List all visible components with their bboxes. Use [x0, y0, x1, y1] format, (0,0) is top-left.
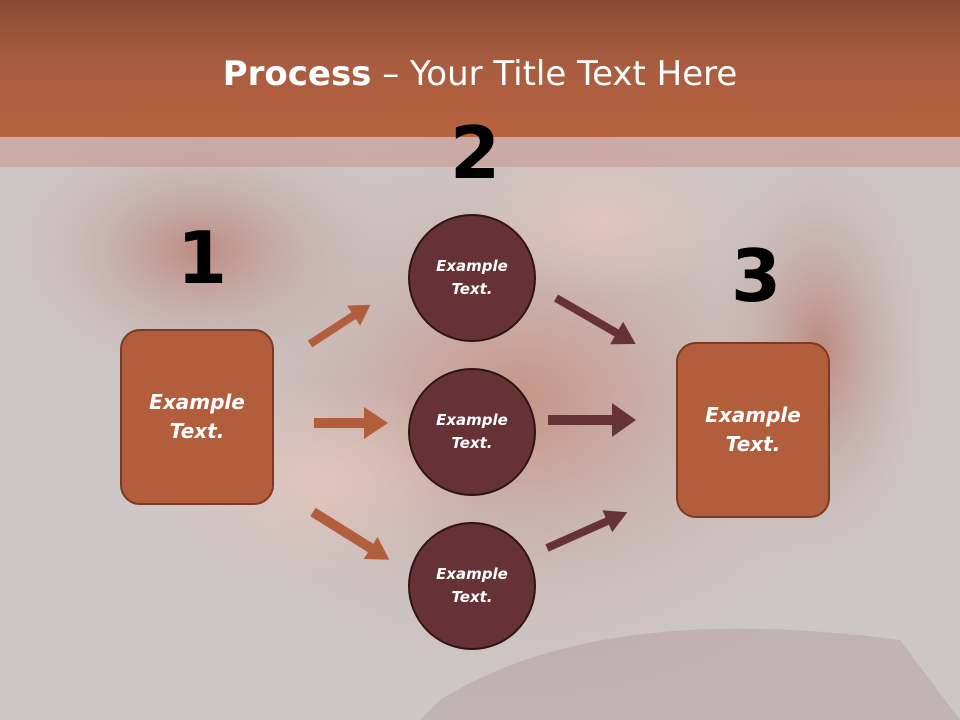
- slide-title: Process – Your Title Text Here: [0, 52, 960, 96]
- arrow-left-down-icon: [310, 507, 390, 560]
- step-number-2: 2: [450, 111, 501, 195]
- title-rest: – Your Title Text Here: [371, 54, 738, 94]
- arrow-right-up-icon: [554, 294, 636, 345]
- step-2-circle-middle[interactable]: Example Text.: [408, 368, 536, 496]
- step-2-circle-top[interactable]: Example Text.: [408, 214, 536, 342]
- arrow-left-up-icon: [307, 304, 371, 348]
- arrow-right-down-icon: [545, 510, 628, 552]
- step-2-circle-bottom[interactable]: Example Text.: [408, 522, 536, 650]
- arrow-right-middle-icon: [548, 403, 636, 437]
- step-3-box[interactable]: Example Text.: [676, 342, 830, 518]
- arrow-right-middle: [548, 403, 636, 437]
- circle-bottom-text: Example Text.: [436, 565, 508, 606]
- circle-middle-text: Example Text.: [436, 411, 508, 452]
- arrow-left-middle-icon: [314, 407, 388, 439]
- title-bar: [0, 0, 960, 137]
- step-number-1: 1: [177, 216, 228, 300]
- arrow-left-up: [307, 304, 371, 348]
- arrow-right-up: [554, 294, 636, 345]
- step-3-box-text: Example Text.: [705, 403, 801, 456]
- step-1-box[interactable]: Example Text.: [120, 329, 274, 505]
- circle-top-text: Example Text.: [436, 257, 508, 298]
- arrow-right-down: [545, 510, 628, 552]
- title-bar-band: [0, 137, 960, 167]
- step-number-3: 3: [731, 234, 782, 318]
- arrow-left-middle: [314, 407, 388, 439]
- title-bold: Process: [222, 54, 372, 94]
- arrow-left-down: [310, 507, 390, 560]
- step-1-box-text: Example Text.: [149, 390, 245, 443]
